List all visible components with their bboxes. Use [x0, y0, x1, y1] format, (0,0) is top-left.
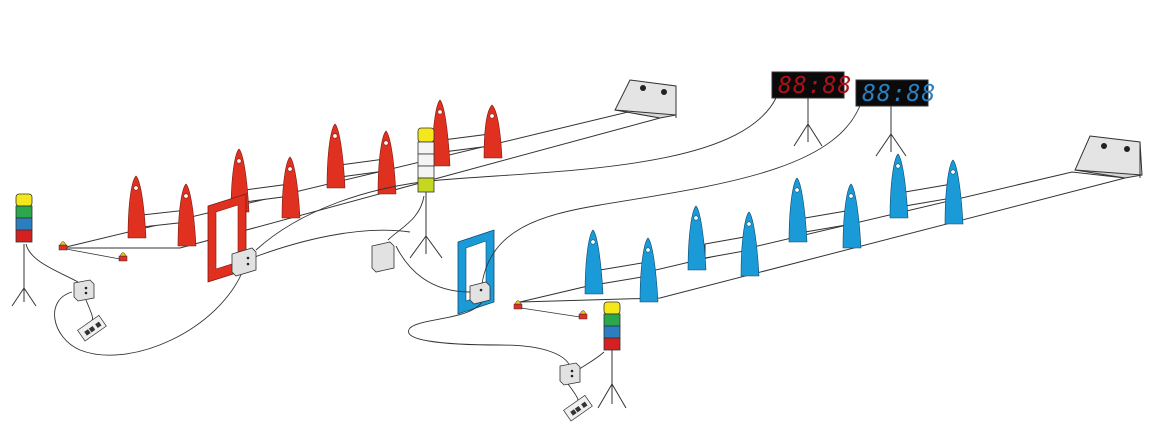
hurdle-icon [177, 183, 197, 247]
hurdle-icon [127, 175, 147, 239]
hurdle-icon [944, 159, 964, 225]
hurdle-icon [639, 237, 659, 303]
beacon-light-icon [58, 241, 68, 251]
hurdle-icon [326, 123, 346, 189]
hurdle-icon [687, 205, 707, 271]
stack-light-icon [11, 193, 37, 307]
hurdle-icon [584, 229, 604, 295]
stack-light-icon [409, 127, 443, 259]
blue-hurdles [584, 153, 964, 303]
red-lane [58, 79, 677, 283]
timer-blue-display: 88:88 [862, 81, 936, 107]
hurdle-icon [281, 156, 301, 219]
timer-red-display: 88:88 [778, 73, 852, 99]
hurdle-icon [889, 153, 909, 219]
finish-board-icon [614, 79, 677, 119]
remote-control-icon: ■■ ■ [77, 314, 107, 342]
cables [25, 97, 863, 401]
sensor-box-icon [371, 241, 395, 273]
hurdle-icon [431, 99, 451, 167]
timer-display-icon: 88:88 [771, 71, 852, 147]
stack-light-icon [597, 301, 627, 409]
sensor-box-icon [73, 279, 95, 302]
finish-board-icon [1074, 135, 1143, 179]
hurdle-icon [740, 211, 760, 277]
beacon-light-icon [578, 310, 588, 320]
hurdle-icon [483, 104, 503, 159]
hurdle-icon [377, 130, 397, 195]
red-hurdles [127, 99, 503, 247]
timer-display-icon: 88:88 [855, 79, 936, 157]
hurdle-icon [788, 177, 808, 243]
beacon-light-icon [513, 300, 523, 310]
sensor-box-icon [469, 281, 491, 305]
beacon-light-icon [118, 252, 128, 262]
red-lane-floor [61, 111, 661, 249]
hurdle-icon [842, 183, 862, 249]
sensor-box-icon [231, 247, 257, 277]
blue-lane [457, 135, 1143, 320]
sensor-box-icon [559, 362, 581, 386]
